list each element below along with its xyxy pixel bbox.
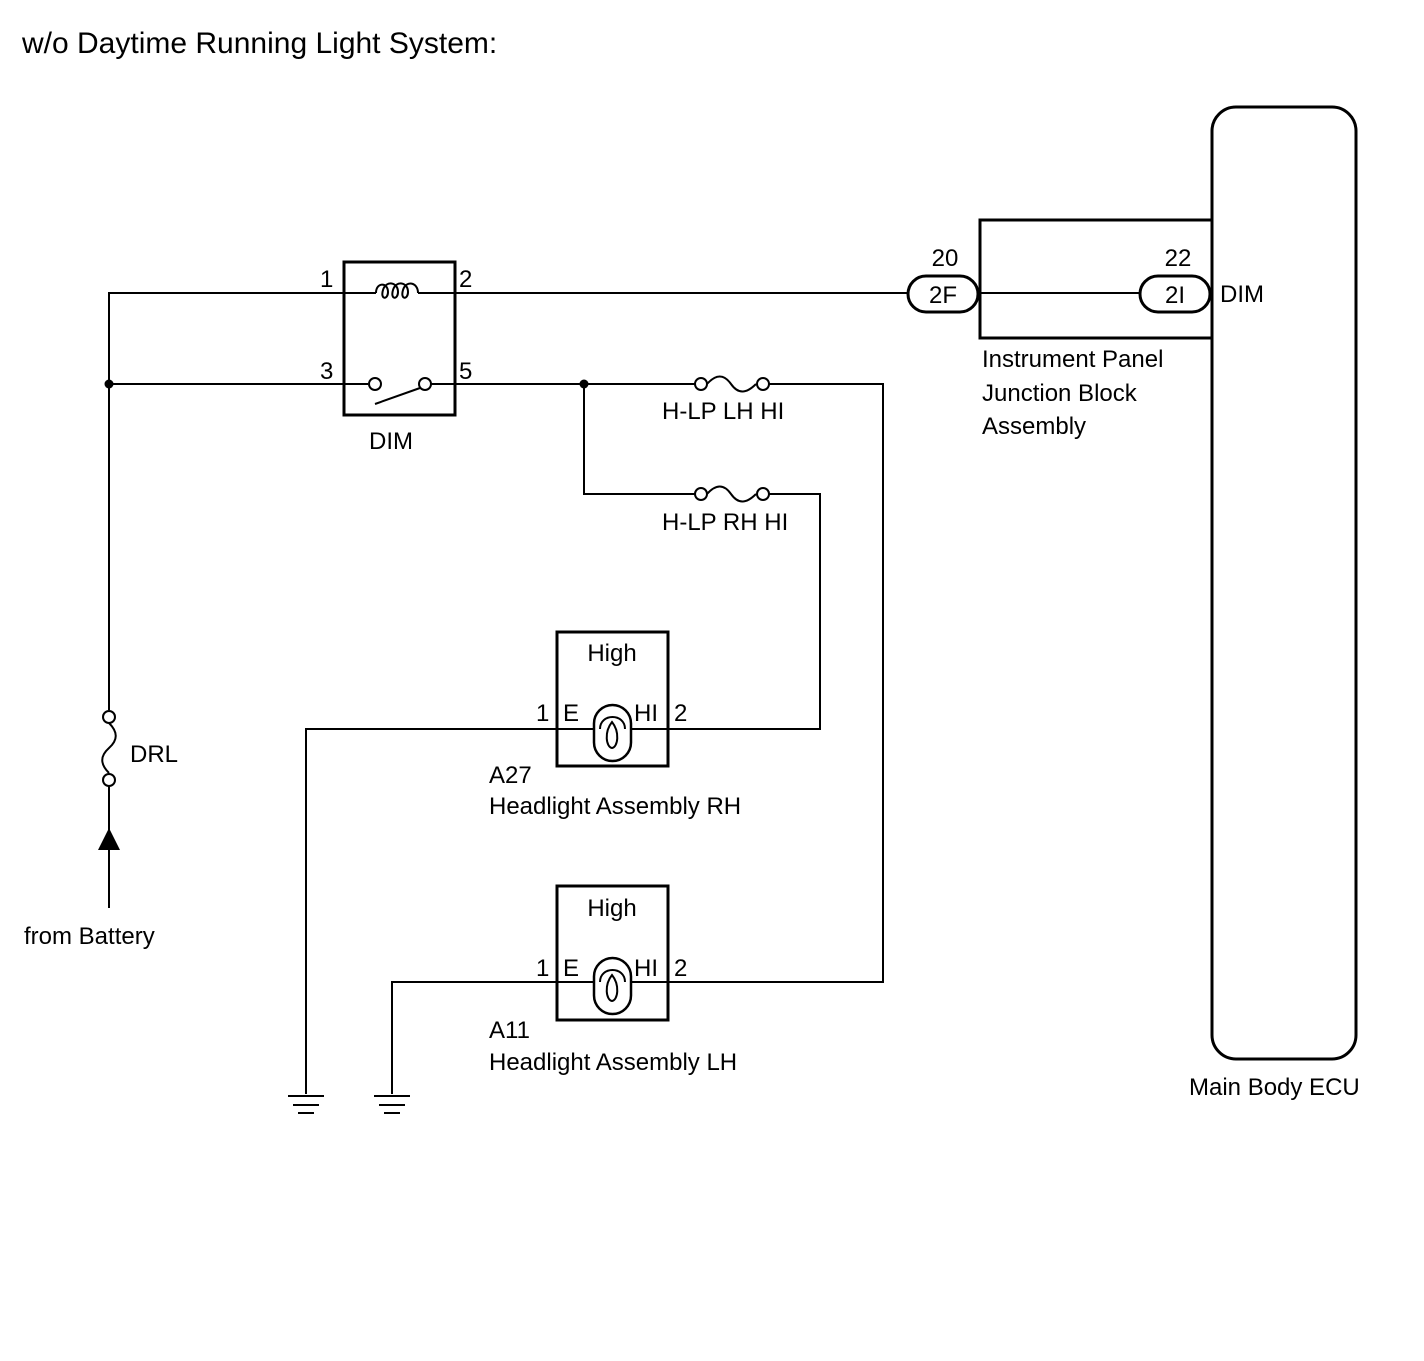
wire-a27-ground bbox=[305, 728, 557, 1094]
relay-pin-3: 3 bbox=[320, 358, 333, 385]
headlight-rh-name: Headlight Assembly RH bbox=[489, 793, 741, 820]
dim-relay: 1 2 3 5 DIM bbox=[320, 260, 472, 455]
fuse-lh-label: H-LP LH HI bbox=[662, 398, 784, 425]
fuse-drl-label: DRL bbox=[130, 741, 178, 768]
relay-box bbox=[342, 260, 457, 417]
fuse-drl-terminal-bottom bbox=[102, 773, 116, 787]
headlight-lh-beam: High bbox=[587, 895, 636, 922]
wire-branch-to-rh-fuse bbox=[583, 384, 696, 495]
fuse-lh-terminal-left bbox=[694, 377, 708, 391]
relay-label: DIM bbox=[369, 428, 413, 455]
wires bbox=[108, 292, 1140, 1094]
headlight-lh-term-left: E bbox=[563, 955, 579, 982]
headlight-rh-bulb-icon bbox=[592, 703, 633, 763]
headlight-rh-beam: High bbox=[587, 640, 636, 667]
headlight-lh: High 1 E HI 2 A11 Headlight Assembly LH bbox=[489, 884, 737, 1076]
headlight-rh-pin-right: 2 bbox=[674, 700, 687, 727]
fuse-lh: H-LP LH HI bbox=[662, 375, 784, 425]
ecu-label: Main Body ECU bbox=[1189, 1074, 1360, 1101]
wire-rh-fuse-to-a27 bbox=[668, 493, 821, 730]
ground-rh-icon bbox=[288, 1095, 324, 1114]
fuse-rh: H-LP RH HI bbox=[662, 485, 788, 536]
fuse-drl-symbol bbox=[101, 722, 117, 774]
connector-2i-pin: 22 bbox=[1165, 245, 1192, 272]
headlight-lh-name: Headlight Assembly LH bbox=[489, 1049, 737, 1076]
battery-source-label: from Battery bbox=[24, 923, 155, 950]
main-body-ecu: DIM Main Body ECU bbox=[1189, 105, 1360, 1101]
headlight-lh-filament-loop bbox=[605, 973, 619, 1003]
relay-pin-5: 5 bbox=[459, 358, 472, 385]
ecu-terminal-dim: DIM bbox=[1220, 281, 1264, 308]
relay-pin-2: 2 bbox=[459, 266, 472, 293]
wire-lh-fuse-to-a11 bbox=[668, 383, 884, 983]
battery-arrow-icon bbox=[98, 828, 120, 850]
headlight-lh-box bbox=[555, 884, 670, 1022]
junction-block-label-line1: Instrument Panel bbox=[982, 346, 1163, 373]
fuse-rh-terminal-right bbox=[756, 487, 770, 501]
junction-dot-right bbox=[579, 379, 589, 389]
connector-2f-pin: 20 bbox=[932, 245, 959, 272]
connector-2i bbox=[1138, 274, 1212, 314]
headlight-lh-id: A11 bbox=[489, 1017, 530, 1044]
fuse-rh-symbol bbox=[706, 485, 757, 503]
headlight-rh-id: A27 bbox=[489, 762, 532, 789]
connector-2f-code: 2F bbox=[929, 282, 957, 309]
wire-relay-pin1-to-drl bbox=[108, 292, 344, 710]
relay-coil-symbol bbox=[375, 282, 419, 299]
headlight-lh-term-right: HI bbox=[634, 955, 658, 982]
headlight-rh-filament-loop bbox=[605, 720, 619, 750]
relay-pin-1: 1 bbox=[320, 266, 333, 293]
headlight-rh-term-right: HI bbox=[634, 700, 658, 727]
connector-2i-code: 2I bbox=[1165, 282, 1185, 309]
wire-a11-ground bbox=[391, 981, 557, 1094]
fuse-drl-terminal-top bbox=[102, 710, 116, 724]
headlight-rh-pin-left: 1 bbox=[536, 700, 549, 727]
headlight-rh-filament-arc bbox=[599, 716, 626, 730]
ground-lh-icon bbox=[374, 1095, 410, 1114]
relay-switch-contact-left bbox=[368, 377, 382, 391]
junction-block-label-line2: Junction Block bbox=[982, 380, 1138, 407]
ecu-box bbox=[1210, 105, 1358, 1061]
fuse-drl: DRL bbox=[101, 710, 178, 787]
headlight-rh-term-left: E bbox=[563, 700, 579, 727]
headlight-rh-box bbox=[555, 630, 670, 768]
relay-switch-arm bbox=[374, 387, 421, 405]
headlight-lh-filament-arc bbox=[599, 969, 626, 983]
fuse-rh-terminal-left bbox=[694, 487, 708, 501]
relay-switch-contact-right bbox=[418, 377, 432, 391]
junction-block-label-line3: Assembly bbox=[982, 413, 1086, 440]
connector-2f bbox=[906, 274, 980, 314]
headlight-lh-pin-left: 1 bbox=[536, 955, 549, 982]
junction-dot-left bbox=[104, 379, 114, 389]
diagram-title: w/o Daytime Running Light System: bbox=[21, 27, 497, 60]
fuse-lh-symbol bbox=[706, 375, 757, 393]
headlight-rh: High 1 E HI 2 A27 Headlight Assembly RH bbox=[489, 630, 741, 820]
junction-block: 2F 20 2I 22 Instrument Panel Junction Bl… bbox=[906, 218, 1214, 440]
headlight-lh-bulb-icon bbox=[592, 956, 633, 1016]
fuse-lh-terminal-right bbox=[756, 377, 770, 391]
headlight-lh-pin-right: 2 bbox=[674, 955, 687, 982]
fuse-rh-label: H-LP RH HI bbox=[662, 509, 788, 536]
